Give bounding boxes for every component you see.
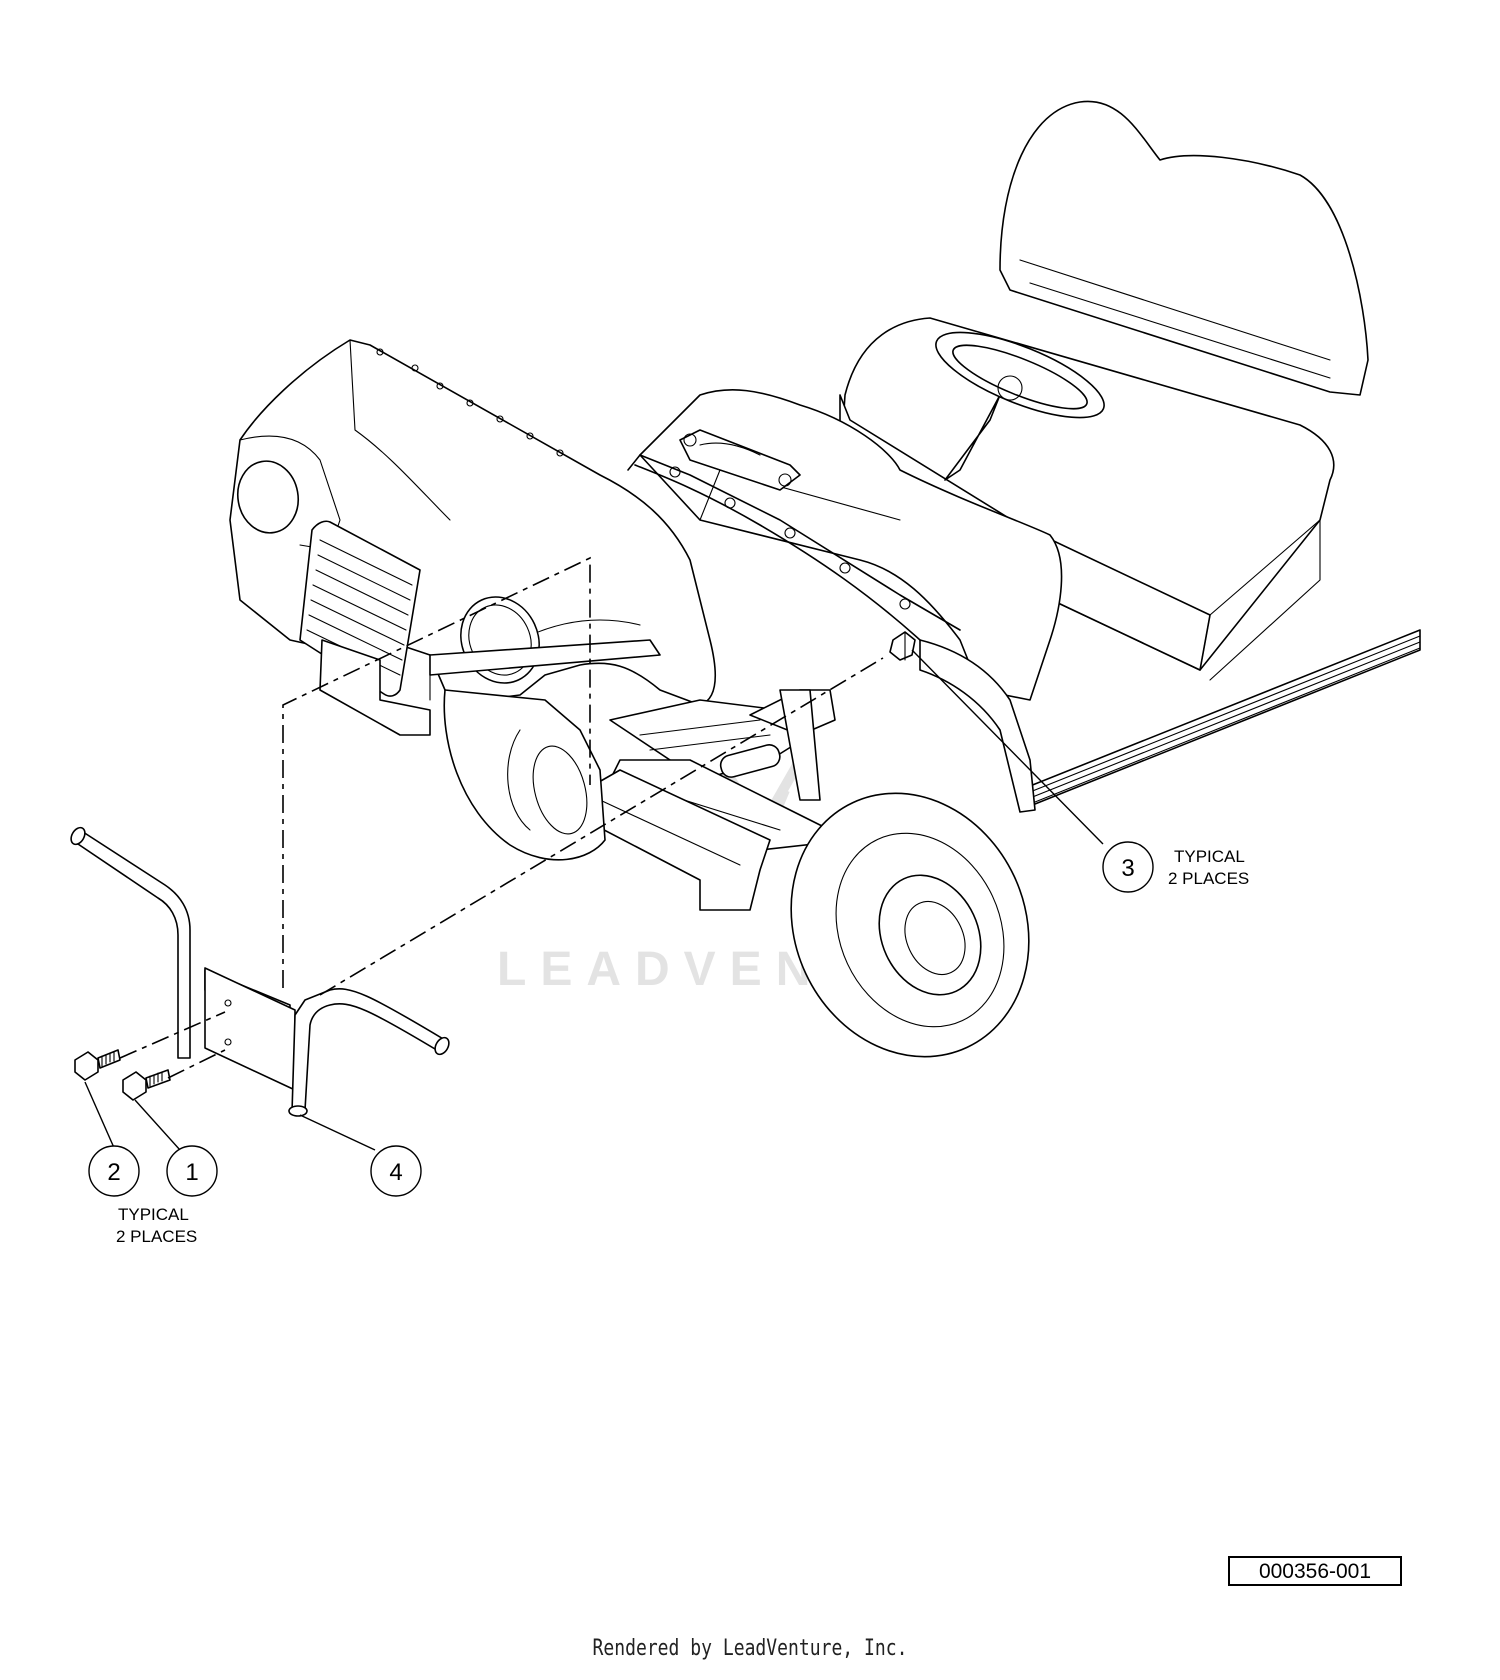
note-left-line2: 2 PLACES — [116, 1227, 197, 1246]
right-front-tire — [790, 792, 1030, 1058]
front-suspension — [599, 689, 851, 851]
left-front-tire — [443, 689, 606, 861]
nose-rivets — [376, 348, 564, 457]
bolt-part-2 — [74, 1049, 121, 1081]
note-right-line2: 2 PLACES — [1168, 869, 1249, 888]
callout-1: 1 — [166, 1145, 218, 1197]
right-fender — [919, 639, 1036, 813]
callout-4-number: 4 — [389, 1159, 402, 1186]
note-right: TYPICAL 2 PLACES — [1168, 847, 1249, 888]
note-right-line1: TYPICAL — [1174, 847, 1245, 866]
callout-1-number: 1 — [185, 1159, 198, 1186]
note-left: TYPICAL 2 PLACES — [116, 1205, 197, 1246]
rocker-panel — [1019, 629, 1421, 811]
leader-lines — [84, 649, 1104, 1151]
front-axle-beam — [584, 769, 771, 911]
front-body — [229, 339, 716, 736]
seat-back — [999, 100, 1369, 396]
render-credit: Rendered by LeadVenture, Inc. — [592, 1636, 908, 1661]
note-left-line1: TYPICAL — [118, 1205, 189, 1224]
dash-cowl — [627, 389, 1063, 701]
callout-4: 4 — [370, 1145, 422, 1197]
assembly-lines — [119, 556, 884, 1079]
callout-2-number: 2 — [107, 1159, 120, 1186]
nut-part-3 — [889, 631, 916, 661]
part-number-box: 000356-001 — [1228, 1556, 1402, 1586]
callout-2: 2 — [88, 1145, 140, 1197]
callout-3-number: 3 — [1121, 855, 1134, 882]
bolt-part-1 — [122, 1069, 171, 1101]
callout-3: 3 — [1102, 841, 1154, 893]
hitch-bar-part-4 — [70, 826, 450, 1117]
steering-wheel — [935, 331, 1105, 481]
